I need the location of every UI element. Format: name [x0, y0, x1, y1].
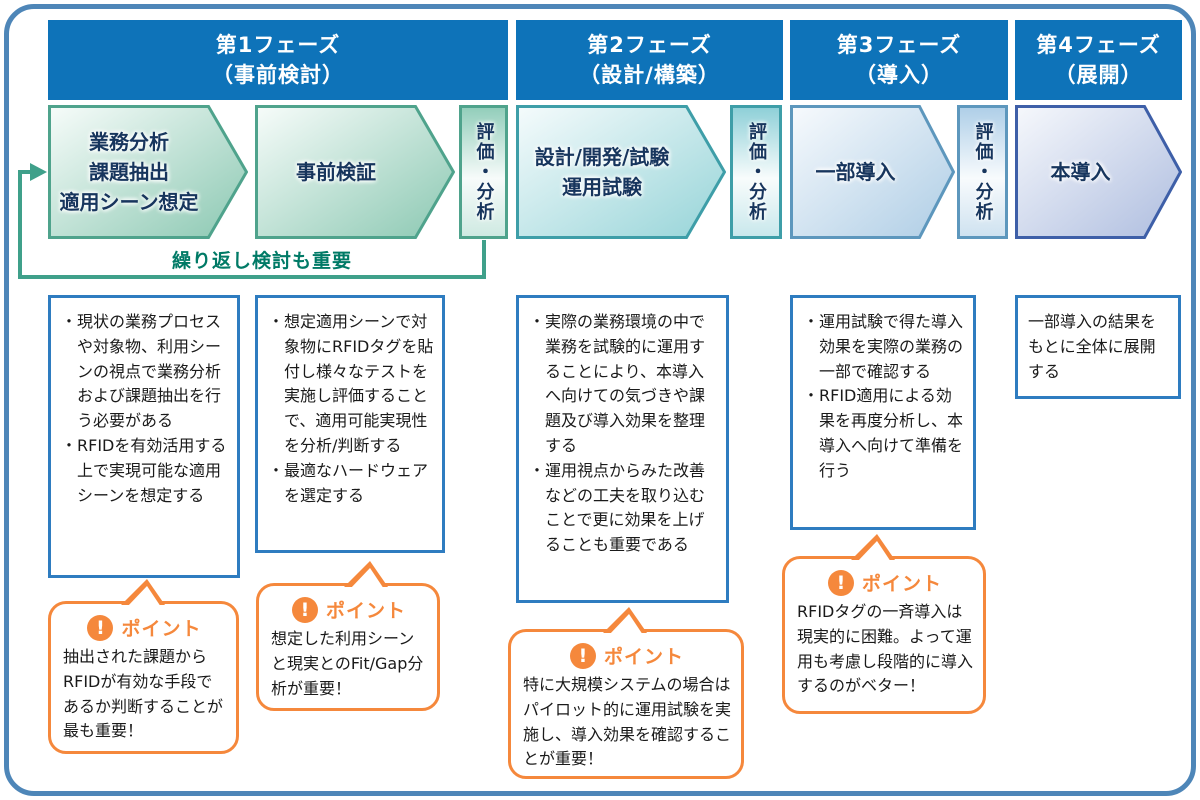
chevron-shape	[255, 105, 455, 239]
exclamation-icon: !	[291, 596, 318, 623]
note-box-phase3: ・運用試験で得た導入効果を実際の業務の一部で確認する ・RFID適用による効果を…	[790, 295, 976, 530]
note-bullet: ・RFID適用による効果を再度分析し、本導入へ向けて準備を行う	[803, 386, 964, 480]
callout-pointer	[121, 579, 165, 607]
arrow-pre-verification: 事前検証	[255, 105, 455, 239]
callout-pointer	[851, 534, 895, 562]
point-text: 特に大規模システムの場合はパイロット的に運用試験を実施し、導入効果を確認すること…	[523, 675, 732, 769]
phase-2-title: 第2フェーズ	[587, 32, 712, 57]
exclamation-icon: !	[827, 569, 854, 596]
exclamation-icon: !	[87, 614, 114, 641]
phase-3-title: 第3フェーズ	[836, 32, 962, 57]
arrow-design-build: 設計/開発/試験 運用試験	[516, 105, 726, 239]
outer-frame	[4, 4, 1196, 796]
phase-1-title: 第1フェーズ	[215, 32, 341, 57]
point-label: ポイント	[121, 618, 202, 640]
chevron-shape	[516, 105, 726, 239]
arrow-label: 事前検証	[296, 160, 376, 184]
point-label: ポイント	[603, 646, 684, 668]
arrow-label-line: 運用試験	[562, 175, 642, 199]
arrow-label-line: 設計/開発/試験	[534, 145, 670, 169]
feedback-loop-arrow	[18, 163, 486, 279]
note-bullet: ・最適なハードウェアを選定する	[268, 460, 429, 505]
note-bullet: ・運用視点からみた改善などの工夫を取り込むことで更に効果を上げることも重要である	[529, 460, 706, 555]
eval-analysis-label: 評価・分析	[473, 122, 495, 222]
point-callout-phase1-analysis: ! ポイント 抽出された課題からRFIDが有効な手段であるか判断することが最も重…	[48, 579, 239, 754]
arrow-full-rollout: 本導入	[1015, 105, 1182, 239]
point-text: 抽出された課題からRFIDが有効な手段であるか判断することが最も重要！	[63, 647, 224, 741]
arrow-label: 本導入	[1050, 160, 1111, 184]
point-callout-phase3: ! ポイント RFIDタグの一斉導入は現実的に困難。よって運用も考慮し段階的に導…	[782, 534, 986, 714]
exclamation-icon: !	[569, 642, 596, 669]
arrow-partial-rollout: 一部導入	[790, 105, 955, 239]
arrow-label-line: 課題抽出	[89, 160, 169, 184]
point-callout-phase2: ! ポイント 特に大規模システムの場合はパイロット的に運用試験を実施し、導入効果…	[508, 607, 744, 779]
arrow-label-line: 適用シーン想定	[59, 190, 199, 214]
eval-analysis-label: 評価・分析	[972, 122, 994, 222]
callout-pointer	[344, 561, 388, 589]
chevron-shape	[48, 105, 248, 239]
point-label: ポイント	[861, 573, 942, 595]
phase-1-subtitle: （事前検討）	[212, 63, 344, 87]
note-bullet: ・想定適用シーンで対象物にRFIDタグを貼付し様々なテストを実施し評価することで…	[268, 312, 434, 455]
point-label: ポイント	[325, 600, 406, 622]
arrow-label: 一部導入	[815, 160, 896, 184]
callout-pointer	[603, 607, 647, 635]
eval-analysis-label: 評価・分析	[746, 122, 767, 222]
phase-3-subtitle: （導入）	[855, 63, 943, 87]
note-box-phase1-analysis: ・現状の業務プロセスや対象物、利用シーンの視点で業務分析および課題抽出を行う必要…	[48, 295, 240, 578]
phase-2-header: 第2フェーズ （設計/構築）	[516, 20, 783, 100]
eval-analysis-box-3: 評価・分析	[957, 105, 1008, 239]
note-bullet: ・RFIDを有効活用する上で実現可能な適用シーンを想定する	[61, 435, 227, 505]
note-box-phase2: ・実際の業務環境の中で業務を試験的に運用することにより、本導入へ向けての気づきや…	[516, 295, 729, 603]
phase-4-subtitle: （展開）	[1054, 63, 1143, 87]
eval-analysis-box-2: 評価・分析	[730, 105, 782, 239]
chevron-shape	[1015, 105, 1182, 239]
note-bullet: ・現状の業務プロセスや対象物、利用シーンの視点で業務分析および課題抽出を行う必要…	[61, 312, 222, 431]
phase-3-header: 第3フェーズ （導入）	[790, 20, 1008, 100]
point-callout-phase1-verification: ! ポイント 想定した利用シーンと現実とのFit/Gap分析が重要！	[256, 561, 440, 711]
chevron-shape	[790, 105, 955, 239]
phase-4-title: 第4フェーズ	[1036, 32, 1161, 57]
phase-4-header: 第4フェーズ （展開）	[1015, 20, 1182, 100]
note-bullet: ・実際の業務環境の中で業務を試験的に運用することにより、本導入へ向けての気づきや…	[529, 312, 706, 455]
feedback-loop-label: 繰り返し検討も重要	[172, 250, 353, 272]
phase-1-header: 第1フェーズ （事前検討）	[48, 20, 508, 100]
note-bullet: ・運用試験で得た導入効果を実際の業務の一部で確認する	[803, 312, 964, 381]
eval-analysis-box-1: 評価・分析	[459, 105, 508, 239]
point-text: 想定した利用シーンと現実とのFit/Gap分析が重要！	[271, 629, 424, 698]
arrow-business-analysis: 業務分析 課題抽出 適用シーン想定	[48, 105, 248, 239]
note-box-phase4: 一部導入の結果をもとに全体に展開する	[1015, 295, 1181, 399]
point-text: RFIDタグの一斉導入は現実的に困難。よって運用も考慮し段階的に導入するのがベタ…	[797, 602, 974, 696]
phase-2-subtitle: （設計/構築）	[579, 63, 720, 87]
note-text: 一部導入の結果をもとに全体に展開する	[1028, 312, 1157, 381]
note-box-phase1-verification: ・想定適用シーンで対象物にRFIDタグを貼付し様々なテストを実施し評価することで…	[255, 295, 445, 553]
arrow-label-line: 業務分析	[89, 130, 169, 154]
